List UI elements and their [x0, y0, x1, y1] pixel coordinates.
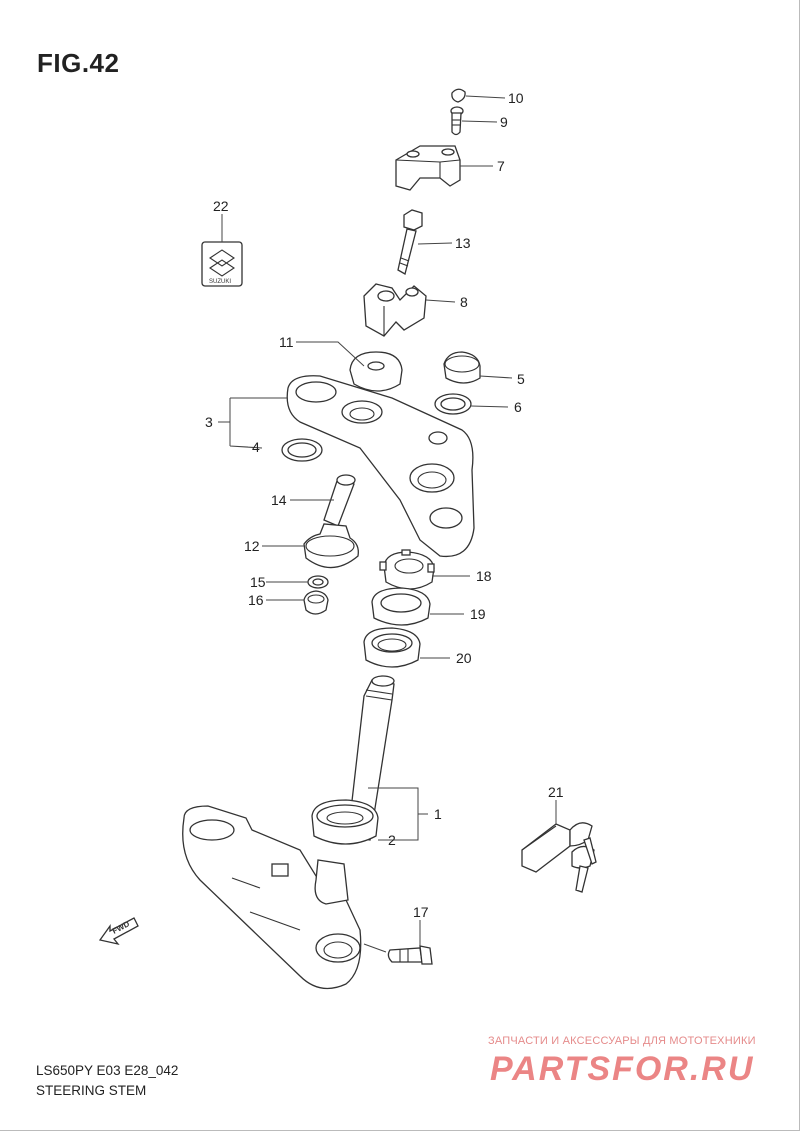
callout-6: 6 — [514, 399, 522, 415]
part-6-washer — [434, 393, 472, 415]
part-9-bolt — [450, 106, 464, 136]
callout-21: 21 — [548, 784, 564, 800]
part-11-cushion — [349, 351, 403, 392]
callout-8: 8 — [460, 294, 468, 310]
watermark-logo: PARTSFOR.RU — [490, 1050, 755, 1088]
callout-22: 22 — [213, 198, 229, 214]
section-name: STEERING STEM — [36, 1083, 147, 1098]
callout-20: 20 — [456, 650, 472, 666]
part-15-washer — [307, 575, 329, 589]
fwd-arrow-icon: FWD — [98, 917, 139, 946]
callout-14: 14 — [271, 492, 287, 508]
part-21-lock-set — [521, 822, 597, 893]
callout-15: 15 — [250, 574, 266, 590]
callout-10: 10 — [508, 90, 524, 106]
callout-9: 9 — [500, 114, 508, 130]
callout-3: 3 — [205, 414, 213, 430]
callout-16: 16 — [248, 592, 264, 608]
callout-17: 17 — [413, 904, 429, 920]
callout-numbers: 1 2 3 4 5 6 7 8 9 10 11 12 13 14 15 16 1… — [205, 90, 564, 920]
callout-19: 19 — [470, 606, 486, 622]
callout-4: 4 — [252, 439, 260, 455]
callout-2: 2 — [388, 832, 396, 848]
part-13-bolt — [397, 209, 423, 275]
part-5-nut — [443, 351, 481, 384]
figure-title: FIG.42 — [37, 48, 120, 78]
part-8-handlebar-holder-lower — [363, 283, 427, 337]
part-20-bearing — [363, 627, 421, 668]
watermark-tagline: ЗАПЧАСТИ И АКСЕССУАРЫ ДЛЯ МОТОТЕХНИКИ — [488, 1035, 756, 1047]
callout-13: 13 — [455, 235, 471, 251]
part-17-bolt — [387, 945, 433, 965]
part-12-bearing-cover — [303, 523, 359, 569]
callout-12: 12 — [244, 538, 260, 554]
callout-1: 1 — [434, 806, 442, 822]
part-16-nut — [303, 590, 329, 615]
part-3-upper-bracket — [286, 375, 475, 558]
part-18-stem-nut — [379, 549, 435, 590]
callout-5: 5 — [517, 371, 525, 387]
callout-7: 7 — [497, 158, 505, 174]
part-22-emblem: SUZUKI — [201, 241, 243, 287]
emblem-suzuki-text: SUZUKI — [209, 279, 231, 285]
part-7-handlebar-holder-upper — [395, 145, 461, 191]
part-10-cap — [451, 88, 466, 103]
part-19-dust-seal — [371, 587, 431, 626]
part-4-ring — [281, 438, 323, 462]
part-1-steering-stem — [182, 675, 395, 990]
callout-11: 11 — [279, 334, 294, 350]
leader-lines — [218, 95, 557, 953]
callout-18: 18 — [476, 568, 492, 584]
model-code: LS650PY E03 E28_042 — [36, 1063, 179, 1078]
part-2-bearing — [311, 799, 379, 845]
